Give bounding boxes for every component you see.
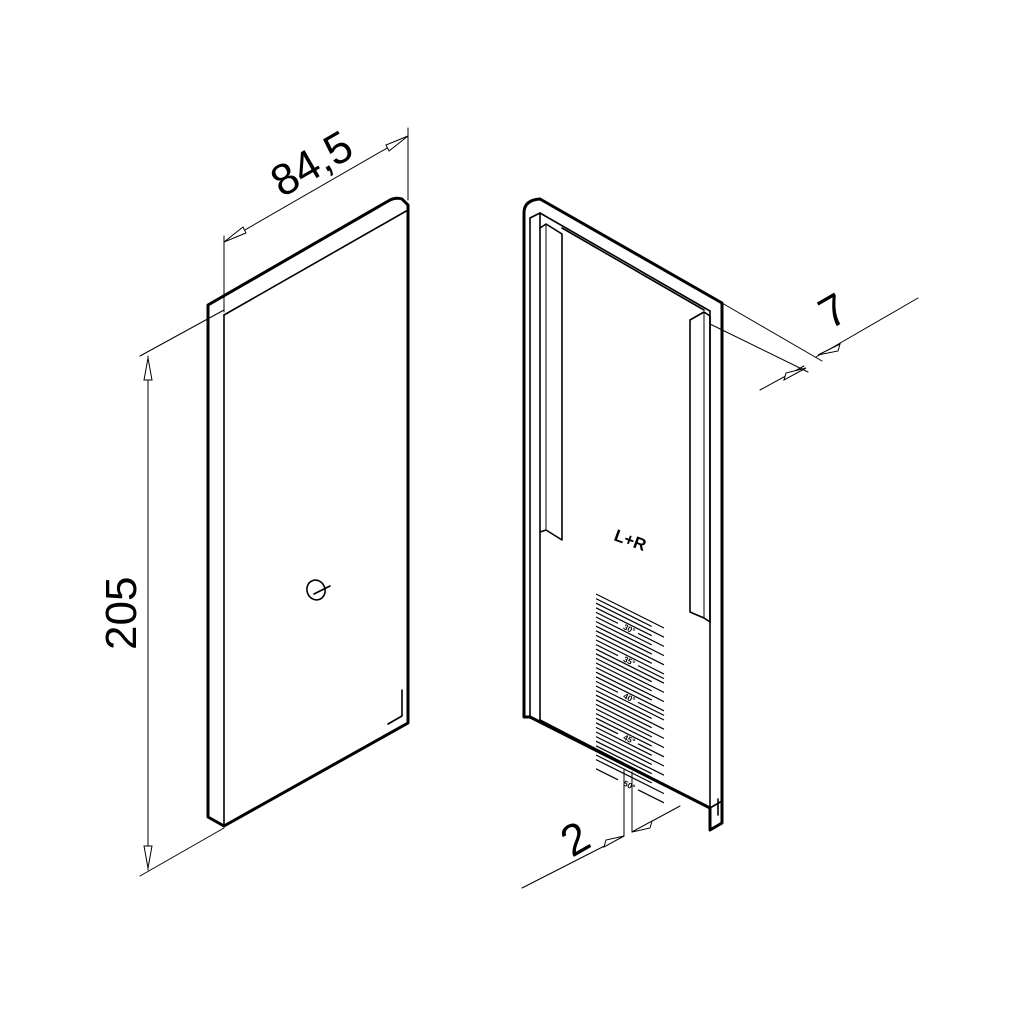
angle-tick [595, 671, 653, 701]
height-dimension: 205 [97, 309, 225, 877]
angle-tick [595, 768, 619, 781]
angle-tick [637, 789, 665, 804]
angle-tick [595, 648, 665, 684]
angle-tick [595, 680, 619, 693]
angle-tick [595, 602, 665, 638]
angle-scale: 30°35°40°45°50° [595, 593, 665, 804]
angle-tick [595, 722, 619, 735]
rear-plate-lip-top [539, 212, 711, 312]
depth-dimension: 7 [709, 284, 919, 391]
angle-tick [595, 611, 619, 624]
angle-tick [595, 593, 665, 629]
angle-tick [595, 621, 665, 657]
angle-tick [595, 644, 619, 657]
front-plate [206, 196, 410, 828]
logo-icon [306, 579, 331, 601]
left-clip [539, 223, 563, 541]
front-plate-face-edge [223, 209, 409, 316]
angle-tick [595, 639, 665, 675]
angle-tick [595, 625, 653, 655]
rear-plate-outline [522, 197, 724, 832]
front-plate-outline [206, 196, 410, 828]
height-dimension-label: 205 [97, 577, 146, 650]
angle-tick [595, 749, 665, 785]
angle-tick [637, 665, 665, 680]
angle-tick [595, 657, 665, 693]
angle-tick [595, 685, 665, 721]
angle-tick [595, 690, 653, 720]
angle-tick [637, 632, 665, 647]
angle-tick [595, 754, 653, 784]
angle-tick [595, 717, 653, 747]
thickness-dimension-label: 2 [553, 812, 599, 867]
angle-tick [595, 662, 653, 692]
angle-tick [595, 759, 665, 795]
angle-tick [595, 708, 653, 738]
angle-tick [595, 653, 653, 683]
angle-tick [637, 743, 665, 758]
angle-tick [595, 634, 653, 664]
angle-tick [595, 598, 653, 628]
angle-tick [595, 740, 665, 776]
angle-tick [595, 713, 665, 749]
angle-tick [595, 630, 665, 666]
front-plate-corner-mark [387, 689, 403, 725]
depth-dimension-label: 7 [811, 284, 857, 339]
angle-tick [595, 607, 653, 637]
width-dimension: 84,5 [223, 121, 409, 313]
angle-tick [595, 667, 665, 703]
angle-tick [595, 726, 653, 756]
angle-tick [595, 694, 665, 730]
angle-tick [595, 616, 653, 646]
angle-tick [595, 676, 665, 712]
angle-tick [595, 745, 653, 775]
angle-tick [595, 699, 653, 729]
angle-tick [595, 731, 665, 767]
side-label: L+R [612, 526, 649, 555]
width-dimension-label: 84,5 [263, 121, 362, 206]
rear-plate [522, 197, 724, 832]
right-clip [689, 311, 711, 623]
angle-tick [595, 703, 665, 739]
angle-tick [637, 701, 665, 716]
thickness-dimension: 2 [521, 769, 681, 889]
angle-tick [595, 736, 653, 766]
